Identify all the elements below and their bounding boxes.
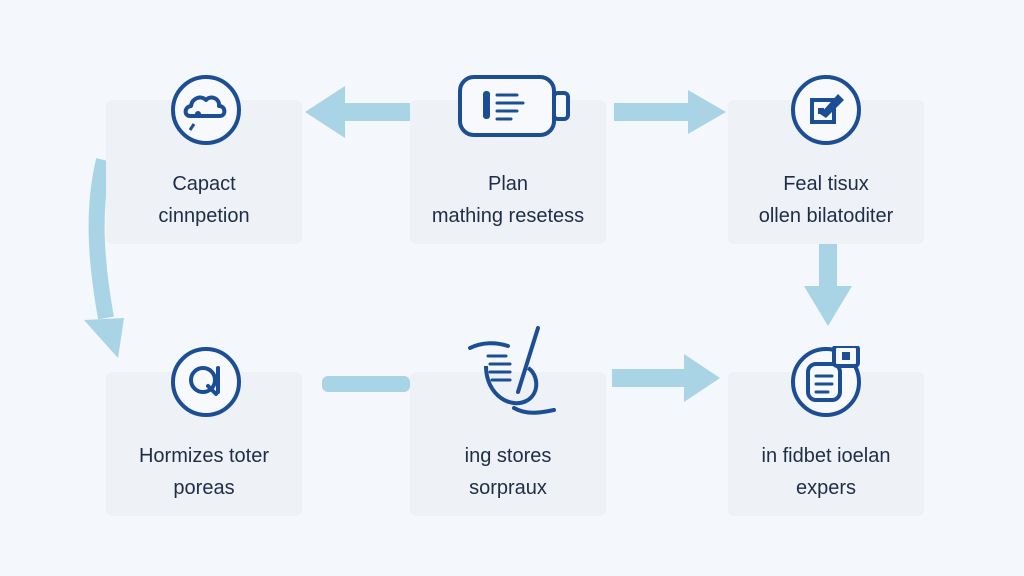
step-title: Capact — [172, 173, 236, 195]
step-title: Hormizes toter — [138, 445, 270, 467]
document-list-icon — [791, 346, 861, 417]
step-subtitle: sorpraux — [469, 477, 547, 499]
step-title: in fidbet ioelan — [761, 445, 891, 467]
arrow-feal-to-expers — [804, 244, 852, 326]
step-card-stores: ing stores sorpraux — [410, 372, 606, 516]
cloud-speech-icon — [171, 75, 241, 145]
battery-document-icon — [458, 75, 570, 137]
step-subtitle: mathing resetess — [431, 205, 585, 227]
arrow-plan-to-feal — [614, 90, 726, 134]
step-title: Feal tisux — [783, 173, 869, 195]
step-subtitle: cinnpetion — [158, 205, 250, 227]
quill-scroll-icon — [468, 326, 556, 415]
arrow-plan-to-capact — [305, 86, 410, 138]
step-subtitle: poreas — [173, 477, 235, 499]
search-q-icon — [171, 347, 241, 417]
step-title: ing stores — [464, 445, 552, 467]
pencil-note-icon — [791, 75, 861, 145]
arrow-hormizes-to-stores — [322, 376, 410, 392]
step-title: Plan — [487, 173, 529, 195]
step-subtitle: ollen bilatoditer — [758, 205, 894, 227]
step-card-plan: Plan mathing resetess — [410, 100, 606, 244]
arrow-stores-to-expers — [612, 354, 720, 402]
step-subtitle: expers — [795, 477, 857, 499]
